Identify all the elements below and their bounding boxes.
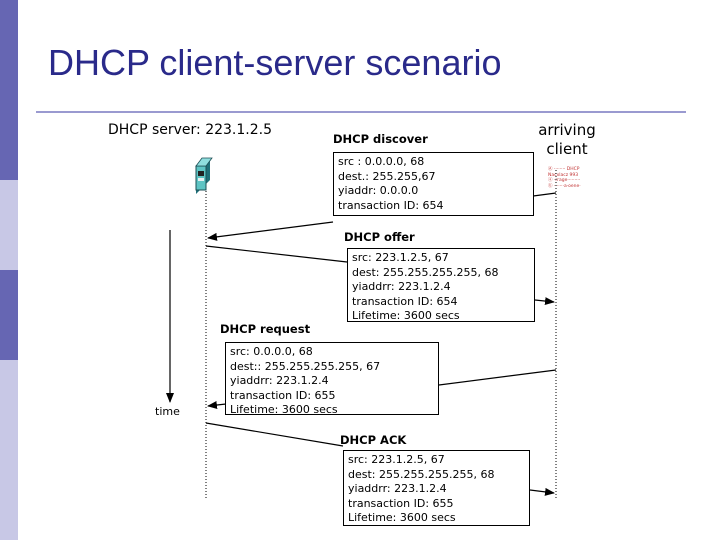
message-line: dest.: 255.255,67 [338,169,436,183]
message-line: yiaddrr: 223.1.2.4 [348,482,447,495]
time-label: time [155,405,180,418]
message-line: transaction ID: 654 [352,294,458,308]
title-divider [36,111,686,113]
client-tiny-line: Ⓐ ········ DHCP [548,167,580,172]
message-line: Lifetime: 3600 secs [352,309,460,322]
message-line: Lifetime: 3600 secs [230,403,338,416]
client-label: arriving client [532,121,602,159]
slide-title: DHCP client-server scenario [48,42,502,83]
message-line: yiaddrr: 223.1.2.4 [352,280,451,293]
discover-title: DHCP discover [333,132,428,146]
message-line: Lifetime: 3600 secs [348,511,456,524]
client-tiny-line: ⓑ ·······a·oene· [548,183,581,189]
message-line: yiaddr: 0.0.0.0 [338,184,419,197]
offer-title: DHCP offer [344,230,415,244]
offer-arrow [205,245,348,263]
ack-message-box: src: 223.1.2.5, 67 dest: 255.255.255.255… [343,450,530,526]
message-line: dest: 255.255.255.255, 68 [352,265,499,279]
client-tiny-line: ⓐ ·rrage········· [548,178,581,183]
request-message-box: src: 0.0.0.0, 68 dest:: 255.255.255.255,… [225,342,439,416]
discover-arrow [207,221,334,241]
request-title: DHCP request [220,322,311,336]
message-line: src: 223.1.2.5, 67 [348,453,445,466]
sidebar-segment [0,360,18,540]
message-line: transaction ID: 655 [230,388,336,402]
message-line: dest:: 255.255.255.255, 67 [230,359,381,373]
client-label-line1: arriving [538,121,596,139]
client-tiny-line: Nacxlacz 993 [548,172,579,178]
message-line: transaction ID: 654 [338,198,444,212]
message-line: dest: 255.255.255.255, 68 [348,467,495,481]
server-label: DHCP server: 223.1.2.5 [108,122,273,138]
message-line: src: 0.0.0.0, 68 [230,345,313,358]
discover-message-box: src : 0.0.0.0, 68 dest.: 255.255,67 yiad… [333,152,534,216]
sidebar-segment [0,270,18,360]
server-tower-icon [195,157,213,194]
request-arrow [207,401,227,409]
slide-sidebar [0,0,18,540]
message-line: src: 223.1.2.5, 67 [352,251,449,264]
sidebar-segment [0,0,18,180]
client-label-line2: client [546,140,588,158]
client-tiny-text: Ⓐ ········ DHCP Nacxlacz 993 ⓐ ·rrage···… [548,167,581,189]
ack-arrow [529,487,555,496]
offer-arrow [534,297,555,306]
request-arrow [438,369,557,386]
sidebar-segment [0,180,18,270]
ack-arrow [205,422,344,447]
message-line: transaction ID: 655 [348,496,454,510]
message-line: src : 0.0.0.0, 68 [338,155,425,168]
offer-message-box: src: 223.1.2.5, 67 dest: 255.255.255.255… [347,248,535,322]
ack-title: DHCP ACK [340,433,407,447]
message-line: yiaddrr: 223.1.2.4 [230,374,329,387]
